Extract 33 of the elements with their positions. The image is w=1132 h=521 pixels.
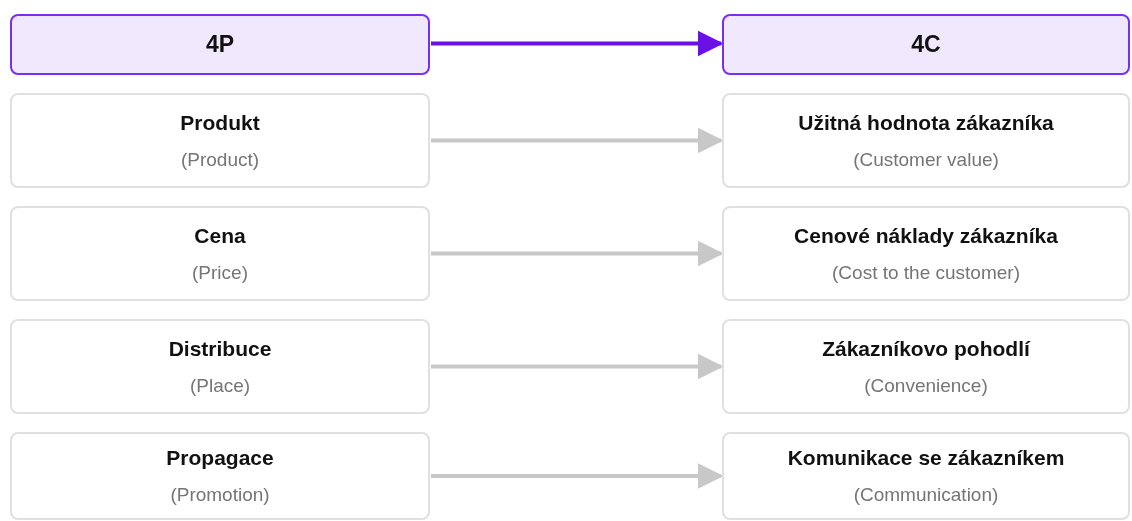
arrow [431, 463, 724, 489]
concept-box [10, 319, 430, 414]
concept-title: Cena [194, 223, 246, 248]
concept-title: Distribuce [168, 336, 272, 361]
arrow [431, 240, 724, 267]
english-term: (Communication) [853, 484, 999, 506]
concept-title: Propagace [166, 446, 274, 470]
arrow [431, 353, 724, 380]
concept-box [722, 432, 1130, 520]
concept-title: Zákazníkovo pohodlí [822, 336, 1030, 361]
english-term: (Customer value) [853, 148, 999, 171]
concept-title: Produkt [180, 110, 260, 135]
concept-box [10, 206, 430, 301]
header-title: 4P [205, 31, 235, 58]
concept-box [10, 93, 430, 188]
concept-box [722, 319, 1130, 414]
english-term: (Place) [189, 374, 251, 397]
arrow [431, 30, 724, 57]
concept-title: Užitná hodnota zákazníka [798, 110, 1054, 135]
header-box [10, 14, 430, 75]
english-term: (Product) [180, 148, 260, 171]
english-term: (Cost to the customer) [832, 261, 1020, 284]
concept-title: Cenové náklady zákazníka [794, 223, 1058, 248]
concept-box [722, 206, 1130, 301]
english-term: (Price) [192, 261, 248, 284]
header-box [722, 14, 1130, 75]
concept-box [10, 432, 430, 520]
concept-title: Komunikace se zákazníkem [787, 446, 1065, 470]
english-term: (Convenience) [864, 374, 988, 397]
concept-box [722, 93, 1130, 188]
arrow [431, 127, 724, 154]
header-title: 4C [911, 31, 941, 58]
english-term: (Promotion) [170, 484, 270, 506]
